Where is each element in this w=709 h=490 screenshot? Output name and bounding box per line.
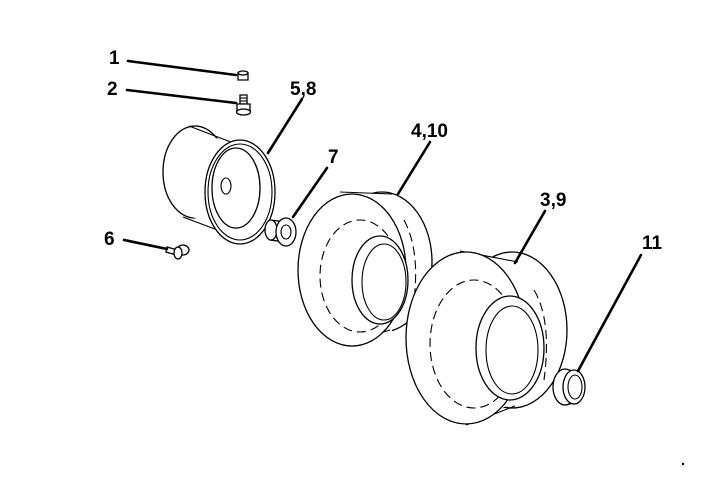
bolt-part (165, 244, 190, 260)
leader-line-3-9 (513, 209, 547, 265)
callout-5-8: 5,8 (290, 79, 316, 100)
stray-dot (681, 462, 685, 466)
bushing-part (264, 217, 297, 247)
callout-1: 1 (109, 48, 120, 69)
callout-7: 7 (328, 147, 339, 168)
leader-line-4-10 (396, 140, 432, 196)
callout-3-9: 3,9 (540, 190, 566, 211)
valve-stem-part (235, 94, 252, 116)
leader-line-5-8 (266, 97, 304, 155)
leader-line-6 (122, 238, 169, 251)
leader-line-1 (126, 59, 238, 77)
leader-line-2 (125, 88, 238, 105)
leader-line-7 (291, 166, 329, 219)
callout-6: 6 (104, 229, 115, 250)
callout-2: 2 (107, 79, 118, 100)
tire-front-part (405, 250, 568, 426)
callout-4-10: 4,10 (411, 121, 448, 142)
valve-cap-part (237, 70, 249, 81)
callout-11: 11 (642, 233, 663, 254)
tire-back-part (297, 190, 433, 347)
hub-cap-part (552, 368, 586, 406)
leader-line-11 (576, 253, 643, 373)
rim-part (162, 125, 276, 245)
